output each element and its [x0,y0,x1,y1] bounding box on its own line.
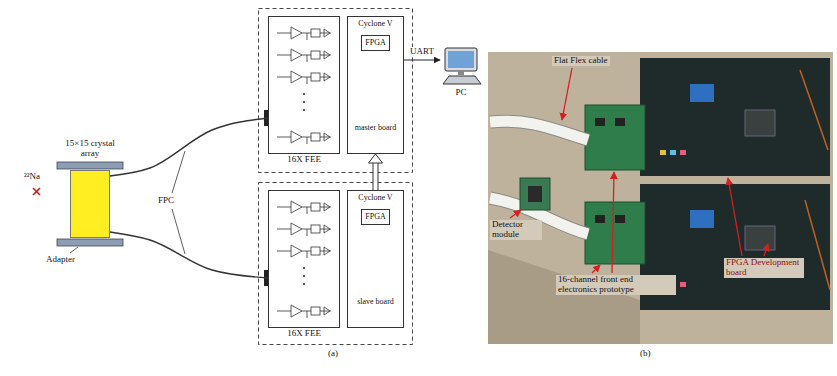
detector-module-photo [520,178,550,210]
fpga-chip: FPGA [361,35,390,51]
board-name: master board [350,124,401,133]
amplifier-symbol [277,201,331,214]
led [680,282,686,287]
subfigure-label: (a) [328,349,338,359]
amplifier-symbol [277,223,331,236]
led [680,150,686,155]
node-label: FPGA [365,39,385,48]
photo-callout: 16-channel front end electronics prototy… [556,275,676,295]
arrow-shaft [374,162,378,190]
photo [488,52,833,344]
front-end-board-photo [585,105,645,170]
signal-arrow [404,60,440,61]
leader-line [172,151,185,193]
pointer-arrow [562,68,572,120]
signal-arrow [369,154,383,190]
group-outline [259,183,413,345]
amplifier-symbol [277,49,331,62]
arrow-shaft [373,163,379,190]
fpga-board: Cyclone V slave board FPGA [347,190,404,328]
adapter-plate [57,239,123,246]
crystal-array: 15×15 crystal array [70,170,110,238]
ellipsis-dot [303,109,305,111]
monitor [445,48,477,71]
amplifier-symbol [277,131,331,144]
pointer-arrow [612,172,614,273]
adapter-plate [57,162,123,169]
ellipsis-dot [303,93,305,95]
arrow-line [404,60,440,61]
ellipsis-dot [303,283,305,285]
isotope-label: ²²Na [24,172,40,182]
ellipsis-dot [303,101,305,103]
component [690,84,714,102]
leader-line [70,247,78,253]
photo-callout: Flat Flex cable [552,56,610,66]
front-end-board-photo [585,202,645,264]
fpga-board: Cyclone V master board FPGA [347,16,404,154]
component [615,215,625,223]
source-marker [33,188,40,195]
wire [805,200,830,290]
fpga-chip: FPGA [361,209,390,225]
wire [800,70,828,150]
channel-symbols [277,201,331,318]
subfigure-label: (b) [640,349,651,359]
fpga-board-photo [640,58,830,176]
node-label: 16X FEE [261,155,347,165]
group-outline [259,9,413,173]
leader-line [172,209,185,254]
front-end-box: 16X FEE [268,190,340,328]
keyboard [443,76,481,84]
amplifier-symbol [277,71,331,84]
front-end-box: 16X FEE [268,16,340,154]
fpga-chip-photo [745,110,775,136]
pointer-arrow [510,210,521,218]
board-name: slave board [350,298,401,307]
ellipsis-dot [303,267,305,269]
arrow-head [369,154,383,163]
cable-line [110,118,268,176]
led [670,150,676,155]
signal-name: UART [409,47,435,57]
computer-symbol [440,46,482,86]
flat-flex-cable [490,121,588,140]
part-name: Adapter [46,255,75,265]
flex-cable [110,232,268,278]
node-label: FPGA [365,213,385,222]
node-label: 16X FEE [261,329,347,339]
photo-callout: FPGA Development board [724,258,804,278]
chip-name: Cyclone V [350,194,401,203]
channel-symbols [277,27,331,144]
pointer-arrow [728,178,742,256]
chip-name: Cyclone V [350,20,401,29]
fpga-chip-photo [745,226,775,250]
pointer-arrow [592,265,600,273]
part-name: FPC [158,196,174,206]
node-label: PC [440,88,482,98]
amplifier-symbol [277,305,331,318]
pointer-arrow [764,244,768,256]
pc-icon: PC [440,46,482,102]
flex-cable [110,118,268,176]
node-heading: 15×15 crystal array [57,139,123,159]
flat-cable-edge [490,121,588,140]
component [615,118,625,126]
screen [448,51,474,68]
amplifier-symbol [277,245,331,258]
component [595,118,605,126]
detector-crystal-photo [528,186,542,202]
led [660,150,666,155]
component [690,210,714,228]
photo-background [488,52,833,344]
photo-callout: Detector module [490,220,542,240]
cable-line [110,232,268,278]
component [595,215,605,223]
ellipsis-dot [303,275,305,277]
amplifier-symbol [277,27,331,40]
monitor-stand [458,71,464,75]
